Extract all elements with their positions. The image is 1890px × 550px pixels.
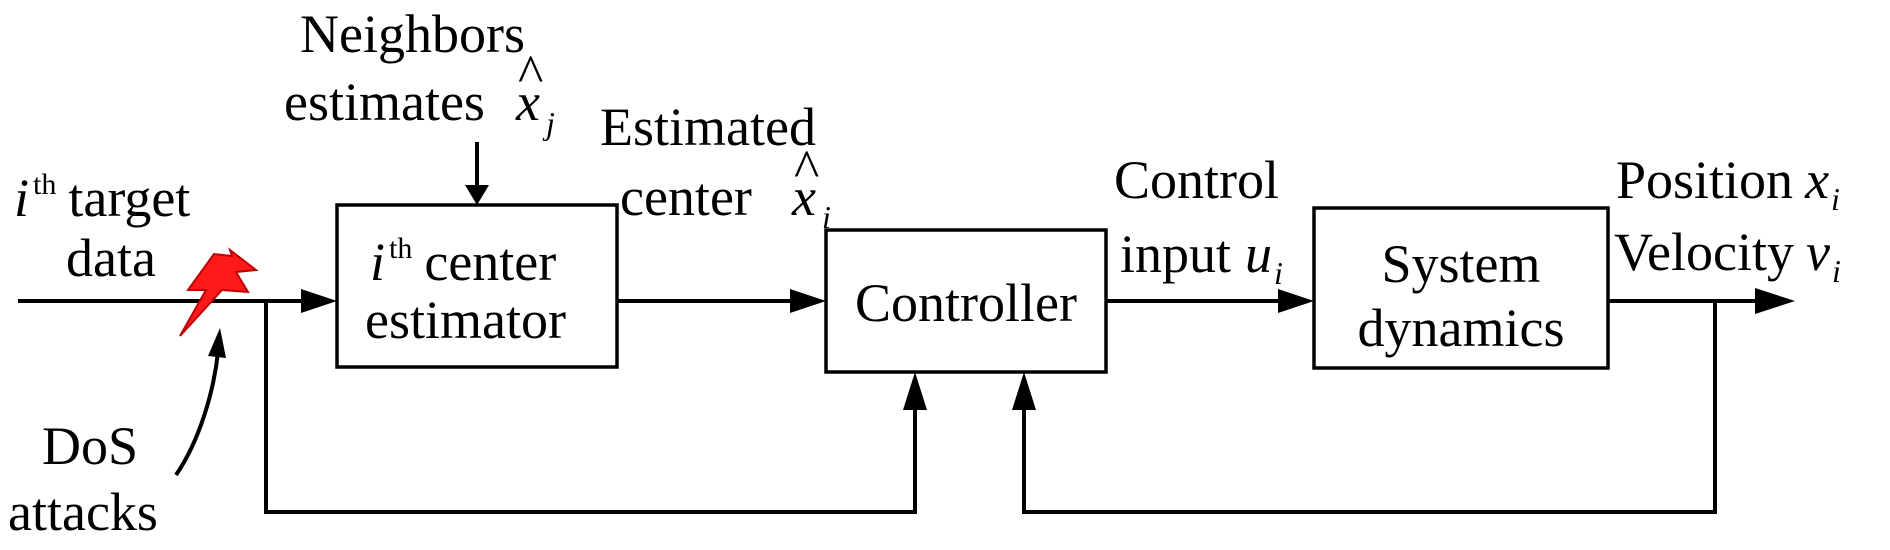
estimator-label-line2: estimator [365, 290, 566, 350]
arrow-into-controller [790, 289, 826, 313]
input-label-line2: data [66, 228, 156, 288]
neighbors-label-line1: Neighbors [300, 4, 525, 64]
estimated-center-line2: center [620, 167, 752, 227]
control-input-line1: Control [1114, 150, 1279, 210]
controller-block [824, 228, 1108, 374]
neighbors-sub: j [542, 105, 555, 141]
neighbors-label-line2: estimates [284, 72, 485, 132]
dos-label-line1: DoS [42, 416, 138, 476]
controller-label: Controller [855, 273, 1077, 333]
system-label-line2: dynamics [1358, 298, 1565, 358]
estimated-center-x-symbol: x [791, 167, 816, 227]
arrow-feedback-1-up [903, 372, 927, 410]
arrow-feedback-2-up [1012, 372, 1036, 410]
estimated-center-sub: i [822, 199, 831, 235]
center-estimator-block [335, 203, 619, 369]
arrow-into-system [1278, 289, 1314, 313]
dos-lightning-icon [179, 247, 259, 337]
neighbors-hat: ^ [518, 44, 543, 104]
input-feedback-line [264, 301, 917, 514]
dos-label-line2: attacks [8, 482, 158, 542]
estimated-center-line1: Estimated [600, 97, 816, 157]
dos-curved-arrow [174, 351, 220, 477]
system-dynamics-block [1312, 206, 1610, 370]
arrow-output [1755, 288, 1795, 314]
arrow-into-estimator [301, 289, 337, 313]
estimated-center-hat: ^ [794, 139, 819, 199]
output-feedback-line [1022, 301, 1717, 514]
dos-arrowhead [208, 328, 226, 358]
neighbors-x-symbol: x [515, 72, 540, 132]
arrow-neighbors-down [465, 185, 489, 205]
system-label-line1: System [1381, 234, 1540, 294]
